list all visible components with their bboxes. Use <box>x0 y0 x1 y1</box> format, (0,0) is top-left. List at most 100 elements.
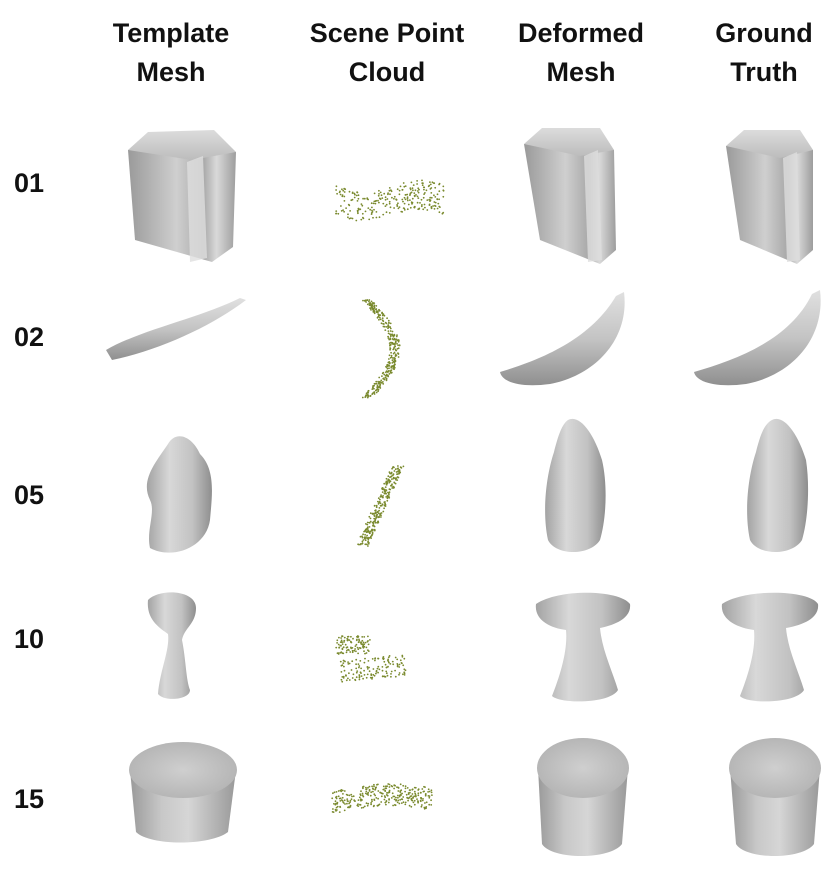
point <box>367 635 369 638</box>
point <box>347 648 350 651</box>
point <box>377 386 380 389</box>
point <box>399 185 402 188</box>
point <box>396 334 398 336</box>
point <box>381 375 383 377</box>
point <box>436 207 439 210</box>
point <box>368 521 371 524</box>
point <box>391 483 393 486</box>
point <box>347 203 350 206</box>
point <box>364 300 366 302</box>
point <box>354 648 356 650</box>
point <box>428 803 431 806</box>
point <box>434 204 436 207</box>
point <box>389 663 392 665</box>
point <box>365 531 368 534</box>
point <box>376 384 379 387</box>
point <box>399 659 402 662</box>
point <box>389 338 392 341</box>
point <box>377 315 380 318</box>
point <box>335 210 338 213</box>
point <box>389 356 392 359</box>
point <box>338 191 341 194</box>
point <box>382 381 384 383</box>
point <box>389 362 391 364</box>
point <box>364 657 366 660</box>
scene-point-cloud-10 <box>335 635 407 683</box>
point <box>413 803 416 806</box>
point <box>377 516 380 519</box>
point <box>361 792 364 795</box>
point <box>362 533 364 536</box>
point <box>373 382 376 385</box>
point <box>396 786 398 789</box>
point <box>358 647 361 649</box>
point <box>343 191 346 193</box>
point <box>367 528 369 530</box>
header-template-mesh: Template Mesh <box>86 14 256 92</box>
point <box>374 659 376 662</box>
point <box>345 646 348 649</box>
point <box>394 468 397 471</box>
point <box>367 391 370 394</box>
point <box>355 676 358 679</box>
point <box>397 344 399 347</box>
point <box>362 197 364 200</box>
point <box>341 796 344 799</box>
point <box>380 504 383 507</box>
point <box>373 512 375 515</box>
point <box>402 796 405 798</box>
point <box>344 803 346 805</box>
point <box>421 788 424 790</box>
point <box>376 386 379 389</box>
header-ground-truth-line2: Truth <box>730 57 798 87</box>
point <box>375 311 378 314</box>
point <box>351 649 354 652</box>
point <box>421 799 424 802</box>
point <box>336 192 338 195</box>
point <box>348 806 350 808</box>
point <box>345 207 347 210</box>
point <box>374 794 377 797</box>
point <box>432 182 435 185</box>
point <box>428 790 431 793</box>
point <box>385 496 388 498</box>
point <box>366 668 369 670</box>
point <box>387 335 389 338</box>
point <box>413 192 416 195</box>
scene-point-cloud-05 <box>357 465 405 547</box>
point <box>379 384 381 387</box>
point <box>367 198 369 201</box>
point <box>366 666 369 668</box>
point <box>377 388 380 391</box>
point <box>427 791 429 793</box>
point <box>372 310 375 313</box>
point <box>335 802 337 805</box>
point <box>346 649 348 652</box>
point <box>341 789 344 792</box>
point <box>352 795 355 798</box>
point <box>413 795 416 798</box>
point <box>386 317 388 320</box>
point <box>356 646 359 649</box>
point <box>378 507 381 509</box>
point <box>367 530 370 533</box>
point <box>344 188 347 191</box>
point <box>424 794 427 797</box>
point <box>397 352 400 355</box>
point <box>371 676 374 679</box>
point <box>384 796 387 799</box>
point <box>351 660 354 663</box>
point <box>358 665 361 667</box>
point <box>406 797 409 799</box>
point <box>373 514 375 516</box>
point <box>416 195 419 198</box>
point <box>362 787 364 790</box>
point <box>388 200 391 203</box>
point <box>356 670 359 672</box>
point <box>390 333 392 336</box>
point <box>358 666 360 669</box>
point <box>361 799 363 801</box>
header-scene-point-cloud-line1: Scene Point <box>309 18 465 48</box>
point <box>377 497 380 500</box>
point <box>395 796 397 799</box>
